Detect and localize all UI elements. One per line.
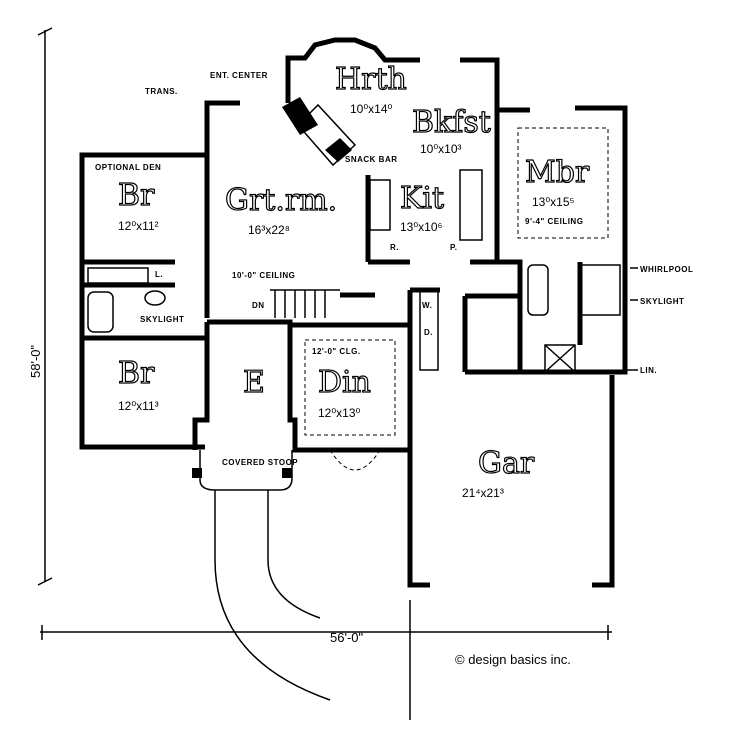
room-dining-name: Din [318,365,371,400]
room-great-room-ceiling: 10'-0" CEILING [232,271,295,280]
room-entry-name: E [243,365,265,400]
note-pantry: P. [450,243,458,252]
room-hearth-name: Hrth [335,62,407,97]
note-down: DN [252,301,265,310]
room-bedroom1-size: 12⁰x11² [118,219,159,233]
fireplace [282,97,357,167]
note-linen-small: L. [155,270,163,279]
room-master-size: 13⁰x15⁵ [532,195,575,209]
room-bedroom2-size: 12⁰x11³ [118,399,159,413]
room-bedroom1-note: OPTIONAL DEN [95,163,161,172]
room-bedroom2-name: Br [118,356,155,391]
room-great-room-name: Grt.rm. [225,183,337,218]
room-great-room-size: 16³x22⁸ [248,223,290,237]
room-kitchen-size: 13⁰x10⁶ [400,220,443,234]
fixtures [87,169,621,491]
walls [79,37,628,588]
room-garage-size: 21⁴x21³ [462,486,504,500]
room-bedroom1-name: Br [118,178,155,213]
note-skylight-left: SKYLIGHT [140,315,184,324]
note-skylight-right: SKYLIGHT [640,297,684,306]
room-garage-name: Gar [478,446,535,481]
depth-dimension: 58'-0" [28,344,43,378]
note-ent-center: ENT. CENTER [210,71,268,80]
room-dining-ceiling: 12'-0" CLG. [312,347,361,356]
note-whirlpool: WHIRLPOOL [640,265,693,274]
copyright: © design basics inc. [455,652,571,667]
room-kitchen-name: Kit [400,181,444,216]
note-range: R. [390,243,399,252]
note-linen: LIN. [640,366,657,375]
note-dryer: D. [424,328,433,337]
room-hearth-size: 10⁰x14⁰ [350,102,393,116]
driveway [214,490,411,720]
room-breakfast-size: 10⁰x10³ [420,142,462,156]
ceiling-outlines [304,127,609,436]
room-breakfast-name: Bkfst [412,105,491,140]
note-snack-bar: SNACK BAR [345,155,398,164]
width-dimension: 56'-0" [330,630,364,645]
note-washer: W. [422,301,432,310]
note-trans: TRANS. [145,87,178,96]
room-dining-size: 12⁰x13⁰ [318,406,361,420]
dimension-lines [37,27,612,640]
note-covered-stoop: COVERED STOOP [222,458,298,467]
room-master-name: Mbr [525,155,590,190]
room-master-ceiling: 9'-4" CEILING [525,217,583,226]
